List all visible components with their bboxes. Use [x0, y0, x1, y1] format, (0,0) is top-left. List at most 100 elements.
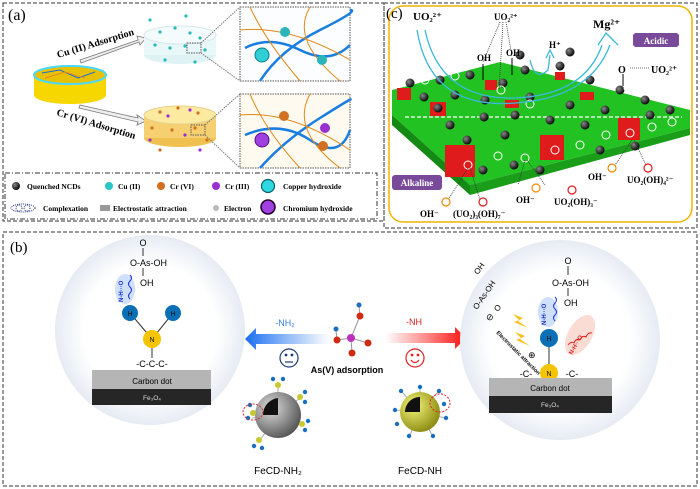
carbon-dot-layer: [489, 378, 612, 396]
svg-text:OH: OH: [140, 278, 154, 288]
label-mg: Mg²⁺: [593, 17, 620, 31]
hydrogel-disk: [33, 65, 107, 104]
panel-c: (c): [383, 2, 698, 229]
ldh-layer: [392, 47, 690, 195]
lightning-icon: [513, 314, 528, 328]
complexation-icon: [10, 203, 36, 213]
svg-text:-C-: -C-: [566, 369, 579, 379]
svg-text:Alkaline: Alkaline: [401, 178, 434, 188]
svg-text:FeCD-NH₂: FeCD-NH₂: [254, 466, 302, 477]
svg-text:N: N: [149, 337, 154, 344]
lightning-icon: [515, 332, 530, 346]
exchange-arrows: [416, 29, 619, 105]
label-o: O: [618, 65, 626, 76]
fecd-nh-particle: FeCD-NH: [392, 384, 451, 477]
cr-disk: [143, 105, 217, 152]
panel-a: (a) Cu (II) Adsorption Cr (VI) Adsorptio…: [2, 2, 385, 222]
carbon-chain-label: -C-C-C-: [136, 359, 168, 369]
svg-text:OH: OH: [564, 298, 578, 308]
cr-zoom-inset: [239, 93, 352, 169]
svg-text:-NH₂: -NH₂: [275, 318, 295, 328]
svg-text:Carbon dot: Carbon dot: [530, 384, 570, 393]
svg-text:N-H···O: N-H···O: [542, 303, 548, 325]
hydrogen-atom: [540, 329, 558, 347]
label-species-1: (UO₂)₃(OH)₇⁻: [453, 209, 506, 219]
cr6-icon: [157, 182, 165, 190]
panel-b: (b) O O-As-OH OH N-H···O H H N Carbon do…: [2, 231, 698, 487]
label-species-2: UO₂(OH)₃⁻: [554, 197, 598, 207]
svg-text:H: H: [127, 311, 132, 318]
legend: Quenched NCDs Cu (II) Cr (VI) Cr (III) C…: [4, 172, 378, 220]
legend-complexation: Complexation: [43, 204, 89, 213]
chromium-hydroxide-icon: [260, 199, 276, 215]
svg-text:Acidic: Acidic: [644, 36, 669, 46]
svg-text:H: H: [170, 311, 175, 318]
label-oh-1: OH: [477, 53, 491, 63]
legend-electron: Electron: [224, 204, 252, 213]
label-uo2-left: UO₂²⁺: [413, 11, 442, 23]
quenched-ncd-icon: [12, 182, 20, 190]
carbon-dot-layer: [92, 370, 211, 389]
label-uo2-top: UO₂²⁺: [494, 12, 518, 22]
svg-text:Fe₃O₄: Fe₃O₄: [143, 395, 161, 402]
nitrogen-atom: [143, 330, 161, 348]
legend-cr3: Cr (III): [225, 182, 250, 191]
label-oh-minus-1: OH⁻: [420, 209, 439, 219]
hydrogen-atom: [122, 305, 138, 321]
legend-electrostatic: Electrostatic attraction: [113, 204, 188, 213]
label-h-plus: H⁺: [549, 40, 561, 50]
legend-chromium-hydroxide: Chromium hydroxide: [283, 204, 353, 213]
cu-adsorption-arrow: Cu (II) Adsorption: [56, 27, 147, 64]
neutral-face-icon: [279, 348, 299, 368]
svg-text:O: O: [492, 303, 503, 313]
nh-arrow: -NH: [385, 317, 466, 349]
hbond-label: N-H···O: [119, 280, 125, 302]
label-oh-minus-2: OH⁻: [516, 195, 535, 205]
electron-icon: [213, 205, 219, 211]
svg-text:⊖: ⊖: [483, 311, 496, 323]
label-species-3: UO₂(OH)₄²⁻: [627, 175, 674, 185]
right-bubble-nh: O O-As-OH OH OH O-As-OH O ⊖ Electrostati…: [460, 240, 660, 440]
cr-adsorption-label: Cr (VI) Adsorption: [55, 107, 137, 142]
left-bubble-nh2: O O-As-OH OH N-H···O H H N Carbon dot Fe…: [55, 235, 245, 425]
copper-hydroxide-icon: [260, 178, 276, 194]
svg-text:-C-: -C-: [520, 369, 533, 379]
svg-text:O: O: [139, 238, 146, 248]
legend-cr6: Cr (VI): [170, 182, 194, 191]
svg-text:OH: OH: [472, 261, 486, 276]
legend-quenched: Quenched NCDs: [27, 182, 81, 191]
arsenate-molecule: [333, 302, 372, 357]
fe3o4-layer: [489, 396, 612, 413]
svg-text:H: H: [546, 336, 551, 343]
svg-text:⊕: ⊕: [528, 350, 536, 360]
svg-text:Fe₃O₄: Fe₃O₄: [541, 402, 559, 409]
nh2-arrow: -NH₂: [245, 318, 330, 350]
nitrogen-atom: [540, 364, 558, 382]
fecd-nh2-particle: FeCD-NH₂: [242, 376, 311, 477]
as-adsorption-label: As(V) adsorption: [311, 365, 384, 375]
svg-text:-NH: -NH: [406, 317, 422, 327]
legend-copper-hydroxide: Copper hydroxide: [283, 182, 342, 191]
svg-text:FeCD-NH: FeCD-NH: [398, 466, 442, 477]
panel-b-label: (b): [10, 240, 28, 256]
svg-text:N: N: [546, 371, 551, 378]
alkaline-badge: Alkaline: [392, 175, 442, 190]
svg-text:O-As-OH: O-As-OH: [130, 258, 167, 268]
anion-markers: [441, 163, 653, 207]
cr3-icon: [212, 182, 220, 190]
panel-c-label: (c): [386, 6, 403, 22]
acidic-badge: Acidic: [633, 33, 679, 47]
cu-icon: [105, 182, 113, 190]
panel-a-label: (a): [8, 7, 26, 24]
fe3o4-layer: [92, 389, 211, 405]
svg-text:Carbon dot: Carbon dot: [132, 377, 172, 386]
electrostatic-icon: [100, 205, 110, 211]
cu-disk: [143, 14, 217, 64]
panel-c-border: [383, 2, 698, 229]
svg-text:O-As-OH: O-As-OH: [552, 278, 589, 288]
label-oh-2: OH: [506, 48, 520, 58]
label-oh-minus-3: OH⁻: [588, 172, 607, 182]
cu-zoom-inset: [239, 6, 354, 82]
